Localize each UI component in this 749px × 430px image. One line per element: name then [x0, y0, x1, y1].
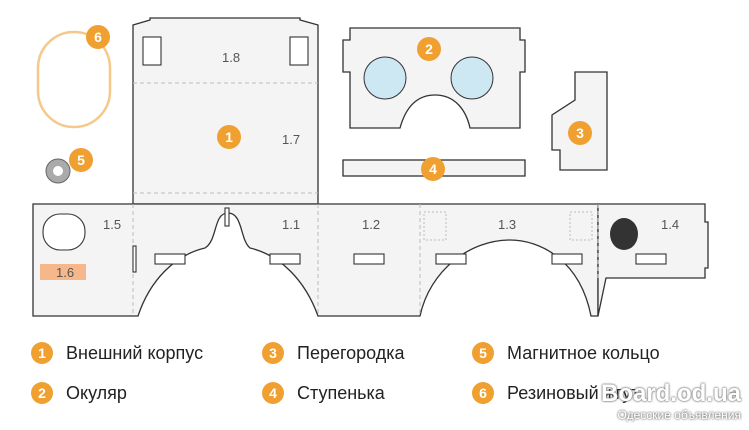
label-1-8: 1.8 — [222, 50, 240, 65]
slot — [635, 253, 667, 265]
legend-label: Ступенька — [297, 382, 385, 403]
svg-text:4: 4 — [429, 161, 437, 177]
watermark-title: Board.od.ua — [600, 380, 741, 407]
slot — [353, 253, 385, 265]
label-1-6: 1.6 — [56, 265, 74, 280]
magnet-hole — [53, 166, 63, 176]
legend-item-1: 1 Внешний корпус — [31, 342, 203, 364]
slot — [551, 253, 583, 265]
lens-right — [450, 56, 494, 100]
legend-item-2: 2 Окуляр — [31, 382, 127, 404]
label-1-2: 1.2 — [362, 217, 380, 232]
watermark: Board.od.ua Одесские объявления — [601, 380, 741, 422]
badge-6: 6 — [86, 25, 110, 49]
legend-badge: 3 — [262, 342, 284, 364]
legend-badge: 5 — [472, 342, 494, 364]
svg-text:6: 6 — [94, 29, 102, 45]
badge-2: 2 — [417, 37, 441, 61]
legend-item-4: 4 Ступенька — [262, 382, 385, 404]
badge-1: 1 — [217, 125, 241, 149]
slot — [154, 253, 186, 265]
lens-left — [363, 56, 407, 100]
badge-3: 3 — [568, 121, 592, 145]
watermark-subtitle: Одесские объявления — [617, 408, 741, 422]
magnet-spot — [610, 218, 638, 250]
label-1-4: 1.4 — [661, 217, 679, 232]
cover-flap — [132, 17, 319, 205]
legend-item-3: 3 Перегородка — [262, 342, 405, 364]
dotted-area — [569, 211, 593, 241]
legend-label: Окуляр — [66, 382, 127, 403]
label-1-6-highlight — [40, 264, 86, 280]
label-1-3: 1.3 — [498, 217, 516, 232]
svg-text:5: 5 — [77, 152, 85, 168]
label-1-1: 1.1 — [282, 217, 300, 232]
slot — [435, 253, 467, 265]
legend-label: Внешний корпус — [66, 342, 204, 363]
legend-badge: 6 — [472, 382, 494, 404]
eyepiece — [342, 27, 526, 129]
slot — [269, 253, 301, 265]
cover-tab-right — [289, 36, 309, 66]
dotted-area — [423, 211, 447, 241]
legend-badge: 1 — [31, 342, 53, 364]
slot — [132, 245, 137, 273]
svg-text:1: 1 — [225, 129, 233, 145]
legend-label: Резиновый жгут — [507, 382, 640, 403]
legend-badge: 4 — [262, 382, 284, 404]
slot — [224, 207, 230, 227]
rubber-band — [36, 30, 112, 129]
badge-4: 4 — [421, 157, 445, 181]
legend-badge: 2 — [31, 382, 53, 404]
nfc-hole — [42, 213, 86, 251]
legend-item-6: 6 Резиновый жгут — [472, 382, 640, 404]
legend-item-5: 5 Магнитное кольцо — [472, 342, 660, 364]
badge-5: 5 — [69, 148, 93, 172]
svg-text:2: 2 — [425, 41, 433, 57]
cover-tab-left — [142, 36, 162, 66]
divider — [551, 71, 608, 171]
label-1-5: 1.5 — [103, 217, 121, 232]
legend-label: Перегородка — [297, 342, 405, 363]
svg-text:3: 3 — [576, 125, 584, 141]
legend-label: Магнитное кольцо — [507, 342, 660, 363]
label-1-7: 1.7 — [282, 132, 300, 147]
